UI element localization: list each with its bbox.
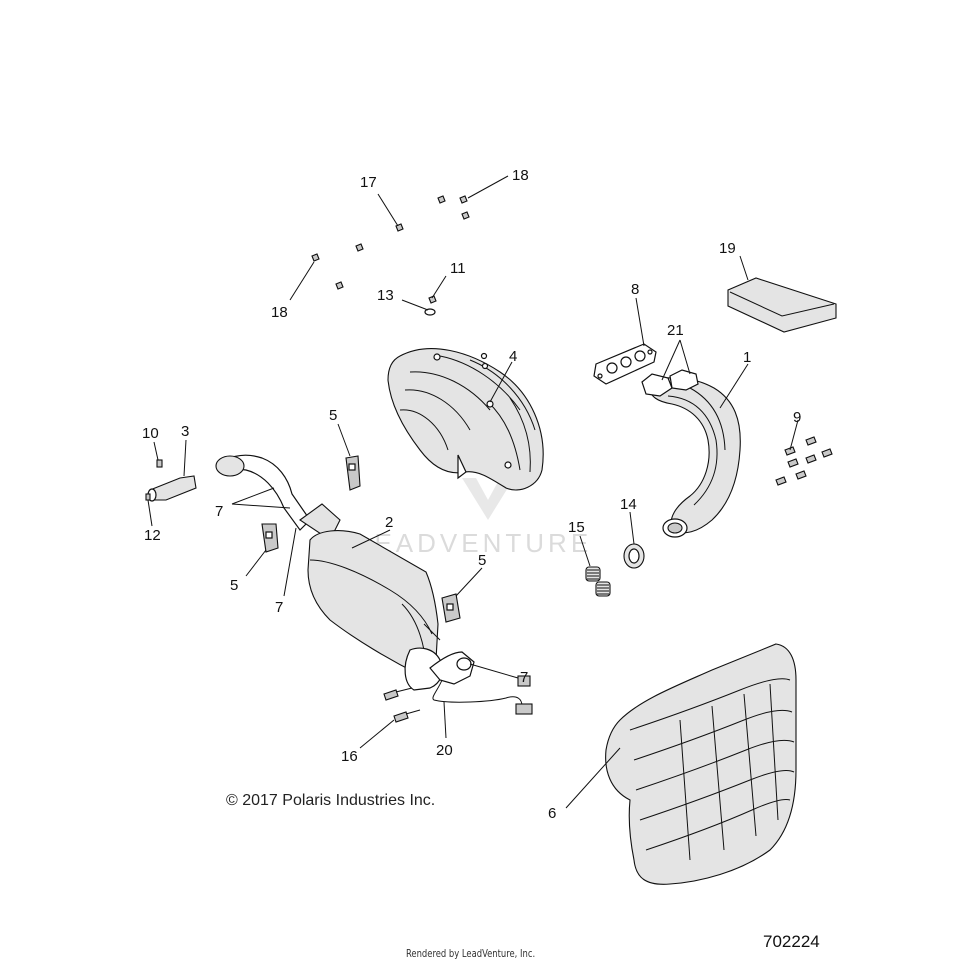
callout-13: 13 (377, 287, 394, 304)
callout-8: 8 (631, 281, 639, 298)
callout-9: 9 (793, 409, 801, 426)
part-small-fasteners (311, 195, 470, 316)
callout-5b: 5 (230, 577, 238, 594)
callout-14: 14 (620, 496, 637, 513)
part-isolators (261, 455, 461, 623)
callout-5a: 5 (329, 407, 337, 424)
callout-12: 12 (144, 527, 161, 544)
callout-19: 19 (719, 240, 736, 257)
watermark: LEADVENTURE (356, 478, 592, 558)
part-heat-shield-lower (605, 643, 797, 885)
callout-7b: 7 (275, 599, 283, 616)
callout-4: 4 (509, 348, 517, 365)
callout-11: 11 (450, 260, 466, 277)
part-muffler (215, 454, 475, 691)
part-gasket (593, 343, 657, 385)
callout-17: 17 (360, 174, 377, 191)
callout-18b: 18 (271, 304, 288, 321)
part-exhaust-header (641, 369, 741, 538)
leader-lines (147, 175, 799, 809)
callout-15: 15 (568, 519, 585, 536)
callout-7a: 7 (215, 503, 223, 520)
callout-16: 16 (341, 748, 358, 765)
callout-2: 2 (385, 514, 393, 531)
part-clamp (623, 543, 645, 569)
part-heat-shield-upper (387, 348, 544, 491)
callout-6: 6 (548, 805, 556, 822)
callout-21: 21 (667, 322, 684, 339)
part-springs (585, 566, 611, 597)
callout-7c: 7 (520, 669, 528, 686)
diagram-number: 702224 (763, 932, 820, 951)
callout-18a: 18 (512, 167, 529, 184)
watermark-text: LEADVENTURE (356, 528, 592, 558)
part-heat-shield-plate (727, 277, 837, 333)
part-bolts-muffler (383, 687, 421, 723)
callout-3: 3 (181, 423, 189, 440)
callout-5c: 5 (478, 552, 486, 569)
callout-labels: 1 2 3 4 5 5 5 6 7 7 7 8 9 10 11 12 13 14… (142, 167, 801, 822)
callout-10: 10 (142, 425, 159, 442)
rendered-by-text: Rendered by LeadVenture, Inc. (406, 947, 536, 960)
callout-20: 20 (436, 742, 453, 759)
copyright-text: © 2017 Polaris Industries Inc. (226, 792, 436, 809)
part-bolts-header (775, 436, 833, 486)
part-tailpipe-tip (145, 459, 197, 502)
callout-1: 1 (743, 349, 751, 366)
part-o2-sensor (432, 675, 533, 715)
